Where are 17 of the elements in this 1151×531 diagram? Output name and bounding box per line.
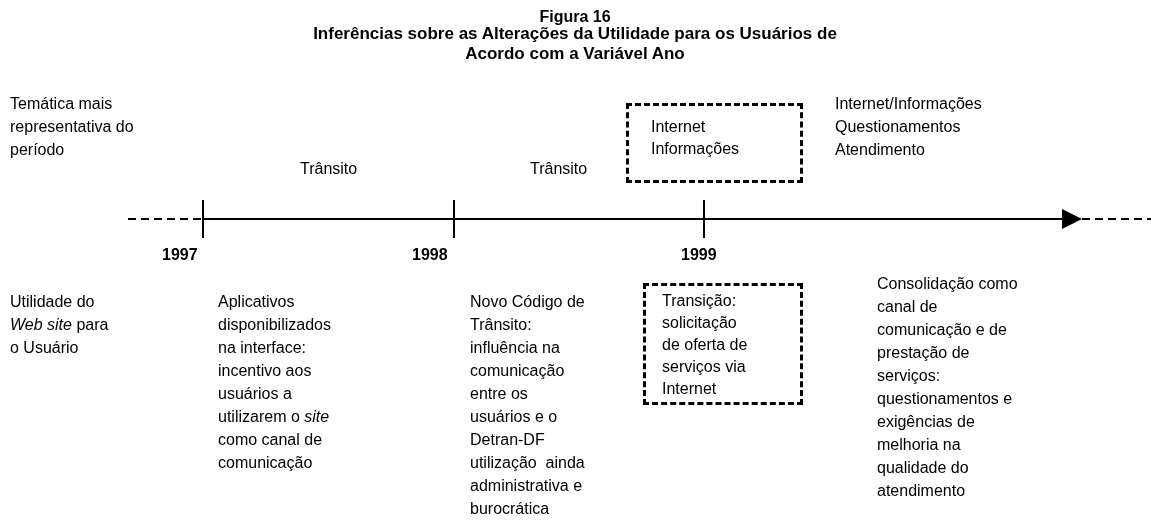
box-text: Transição: solicitação de oferta de serviços via Internet	[661, 291, 749, 399]
text-label: Aplicativos disponibilizados na interface: incentivo aos usuários a utilizarem o site como canal de comunicação	[218, 292, 332, 473]
year-label: 1999	[681, 245, 718, 265]
text-label: Trânsito	[530, 159, 589, 179]
year-label: 1998	[412, 245, 449, 265]
text-label: Temática mais representativa do período	[10, 94, 135, 160]
year-label: 1997	[162, 245, 199, 265]
diagram-title: Inferências sobre as Alterações da Utilidade para os Usuários de Acordo com a Variável Ano	[312, 24, 838, 64]
year-label: Figura 16	[538, 7, 612, 27]
box-text: Internet Informações	[650, 117, 741, 159]
text-label: Trânsito	[300, 159, 359, 179]
text-label: Internet/Informações Questionamentos Atendimento	[835, 94, 983, 160]
text-label: Consolidação como canal de comunicação e de prestação de serviços: questionamentos e exigências de melhoria na qualidade do atendimento	[877, 274, 1019, 501]
text-label: Novo Código de Trânsito: influência na comunicação entre os usuários e o Detran-DF utilização ainda administrativa e burocrática	[470, 292, 586, 519]
text-label: Utilidade do Web site para o Usuário	[10, 292, 110, 358]
dashed-box	[626, 103, 803, 183]
dashed-box	[643, 283, 803, 405]
